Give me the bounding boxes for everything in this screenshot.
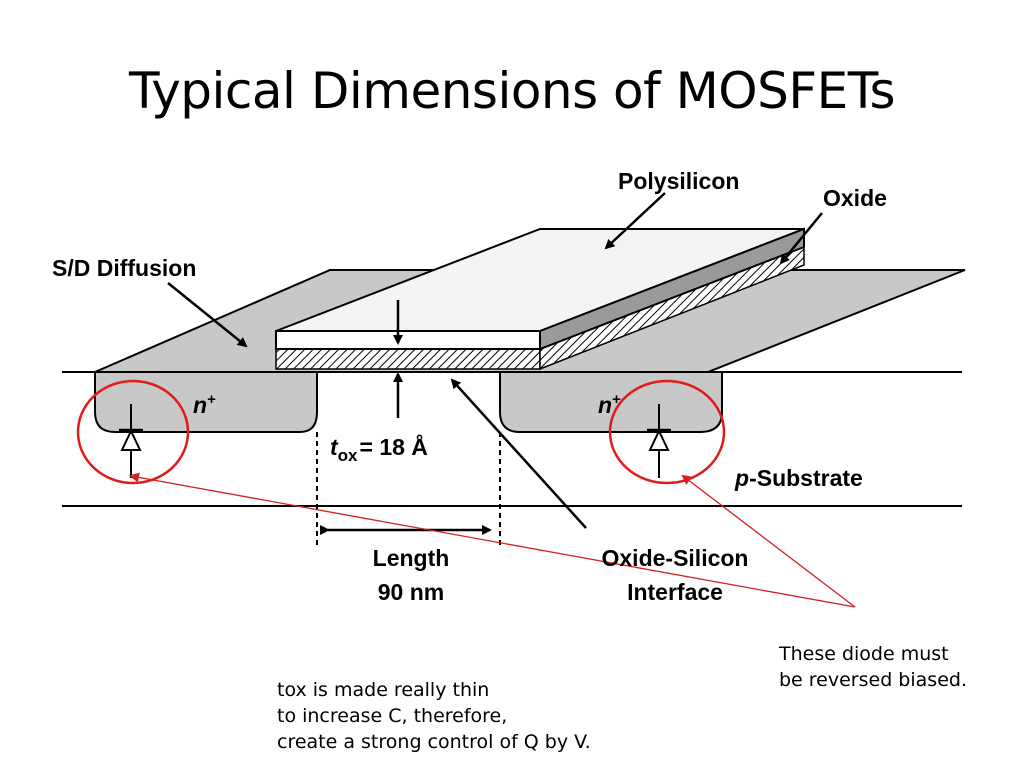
tox-note-line2: to increase C, therefore, xyxy=(277,705,508,727)
length-label: Length xyxy=(373,545,450,571)
oxide-arrow xyxy=(779,212,823,265)
diode-note: These diode must be reversed biased. xyxy=(779,641,967,693)
left-plus-sup: + xyxy=(207,391,216,408)
tox-note: tox is made really thin to increase C, t… xyxy=(277,677,591,755)
substrate-label: p-Substrate xyxy=(734,465,863,491)
polysilicon-label: Polysilicon xyxy=(618,168,739,194)
tox-note-line3: create a strong control of Q by V. xyxy=(277,731,591,753)
interface-label-line1: Oxide-Silicon xyxy=(602,545,749,571)
tox-value: = 18 Å xyxy=(360,433,428,460)
sd-diffusion-label: S/D Diffusion xyxy=(52,255,196,281)
poly-gate-side xyxy=(539,227,805,351)
right-n-plus-label: n+ xyxy=(598,391,621,418)
tox-sub: ox xyxy=(338,446,358,465)
left-n-plus-label: n+ xyxy=(193,391,216,418)
right-diode-circle xyxy=(608,379,726,485)
diode-note-line2: be reversed biased. xyxy=(779,669,967,691)
right-diode xyxy=(647,404,671,478)
left-n-label: n xyxy=(193,392,207,418)
diode-note-line1: These diode must xyxy=(779,643,949,665)
tox-note-line1: tox is made really thin xyxy=(277,679,490,701)
slide-title: Typical Dimensions of MOSFETs xyxy=(128,62,896,120)
annotation-line-right xyxy=(681,474,856,608)
tox-t: t xyxy=(330,434,339,460)
substrate-p: p xyxy=(734,465,749,491)
length-value: 90 nm xyxy=(378,579,444,605)
oxide-label: Oxide xyxy=(823,185,887,211)
interface-label-line2: Interface xyxy=(627,579,723,605)
left-diode-circle xyxy=(76,379,190,485)
right-n-label: n xyxy=(598,392,612,418)
sd-diffusion-arrow xyxy=(167,282,248,348)
left-diode xyxy=(119,404,143,478)
interface-arrow xyxy=(450,378,587,529)
polysilicon-arrow xyxy=(604,192,666,250)
oxide-front-strip xyxy=(275,348,541,370)
tox-label: tox= 18 Å xyxy=(330,433,428,465)
right-plus-sup: + xyxy=(612,391,621,408)
substrate-rest: -Substrate xyxy=(749,465,863,491)
poly-gate-front xyxy=(275,330,541,350)
left-n-well xyxy=(94,371,318,433)
annotation-line-left xyxy=(129,472,856,608)
